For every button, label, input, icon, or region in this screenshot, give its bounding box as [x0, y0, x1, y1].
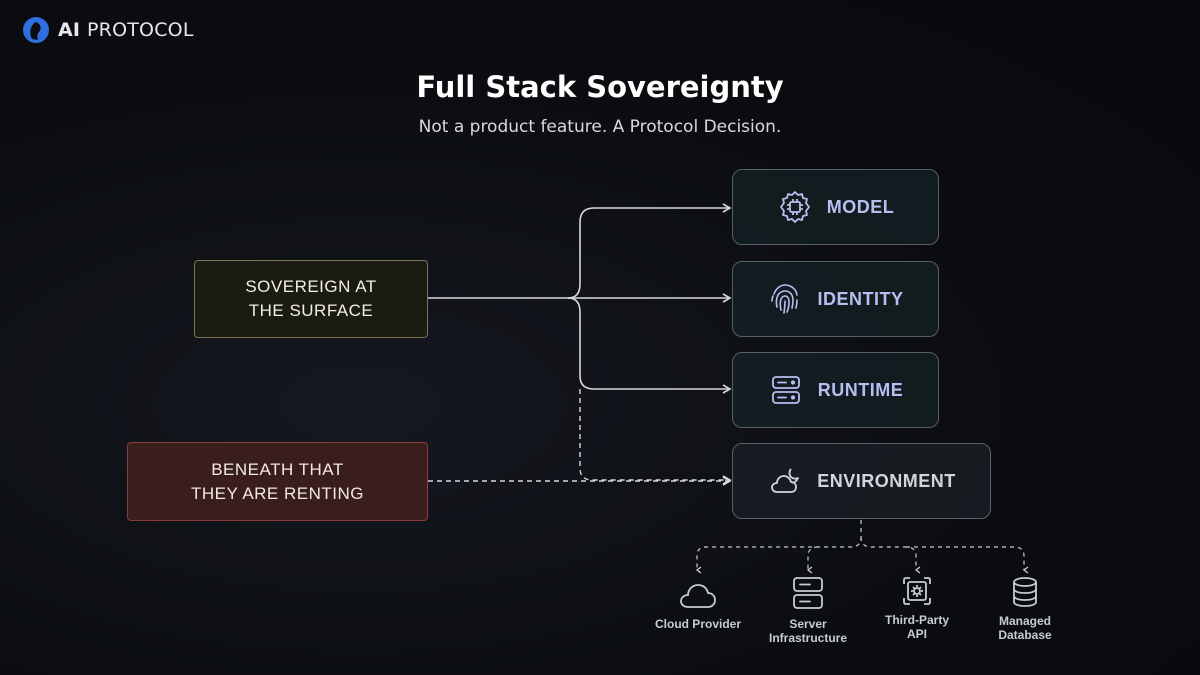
brand-logo: AI PROTOCOL: [22, 16, 194, 44]
cloud-moon-icon: [771, 468, 800, 493]
line-to-model: [567, 203, 732, 299]
line-to-runtime: [567, 297, 732, 394]
env-child-managed-database: Managed Database: [974, 576, 1076, 642]
env-child-server-infrastructure-label: Server Infrastructure: [768, 617, 848, 645]
layer-environment-label: ENVIRONMENT: [817, 470, 956, 491]
brand-name: AI PROTOCOL: [58, 19, 194, 41]
layer-identity-label: IDENTITY: [817, 288, 904, 309]
fingerprint-icon: [771, 284, 799, 314]
renting-box: BENEATH THAT THEY ARE RENTING: [127, 442, 428, 521]
line-env-database: [906, 546, 1029, 574]
brand-name-rest: PROTOCOL: [87, 19, 194, 41]
layer-model: MODEL: [732, 169, 939, 245]
layer-model-label: MODEL: [826, 196, 895, 217]
env-child-cloud-provider-label: Cloud Provider: [654, 617, 741, 631]
line-env-api: [860, 536, 921, 574]
page-title: Full Stack Sovereignty: [416, 70, 784, 104]
env-child-managed-database-label: Managed Database: [998, 614, 1052, 642]
layer-runtime-label: RUNTIME: [817, 379, 904, 400]
layer-runtime: RUNTIME: [732, 352, 939, 428]
page-subtitle: Not a product feature. A Protocol Decisi…: [418, 117, 782, 137]
brand-mark-icon: [23, 17, 49, 43]
line-env-server: [806, 546, 819, 574]
layer-identity: IDENTITY: [732, 261, 939, 337]
env-child-third-party-api-label: Third-Party API: [884, 613, 949, 641]
env-child-cloud-provider: Cloud Provider: [647, 581, 749, 631]
line-env-trunk: [695, 520, 862, 574]
brand-name-bold: AI: [58, 19, 81, 41]
env-child-server-infrastructure: Server Infrastructure: [757, 575, 859, 645]
server-stack-icon: [771, 376, 800, 404]
cloud-icon: [680, 584, 716, 608]
api-gear-icon: [903, 577, 931, 605]
sovereign-surface-box: SOVEREIGN AT THE SURFACE: [194, 260, 428, 338]
server-icon: [793, 577, 823, 609]
line-to-environment-dashed: [579, 389, 732, 485]
database-icon: [1013, 577, 1037, 607]
layer-environment: ENVIRONMENT: [732, 443, 991, 519]
chip-gear-icon: [779, 191, 810, 223]
env-child-third-party-api: Third-Party API: [866, 575, 968, 641]
